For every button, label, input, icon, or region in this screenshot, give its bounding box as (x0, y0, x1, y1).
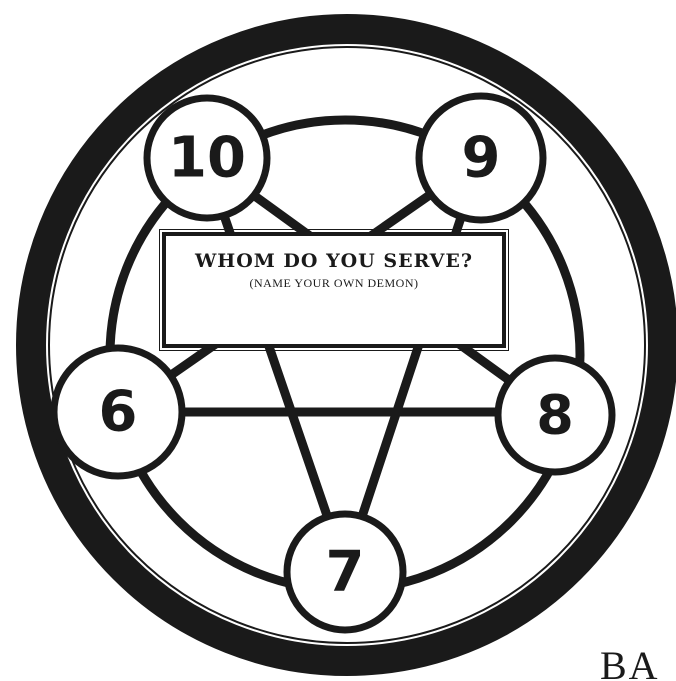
score-circle-6[interactable]: 6 (54, 348, 182, 476)
score-label-6: 6 (99, 380, 138, 445)
panel-subtitle: (NAME YOUR OWN DEMON) (166, 276, 502, 291)
score-label-10: 10 (168, 126, 246, 191)
score-label-7: 7 (326, 540, 365, 605)
score-circle-8[interactable]: 8 (498, 358, 612, 472)
score-label-8: 8 (536, 384, 574, 447)
page-text-fragment: BA (600, 642, 660, 681)
score-circle-10[interactable]: 10 (147, 98, 267, 218)
panel-title: WHOM DO YOU SERVE? (166, 250, 502, 272)
score-circle-7[interactable]: 7 (287, 514, 403, 630)
demon-name-panel: WHOM DO YOU SERVE? (NAME YOUR OWN DEMON) (162, 232, 506, 348)
score-circle-9[interactable]: 9 (419, 96, 543, 220)
score-label-9: 9 (462, 126, 501, 191)
demon-name-input[interactable] (180, 298, 488, 340)
